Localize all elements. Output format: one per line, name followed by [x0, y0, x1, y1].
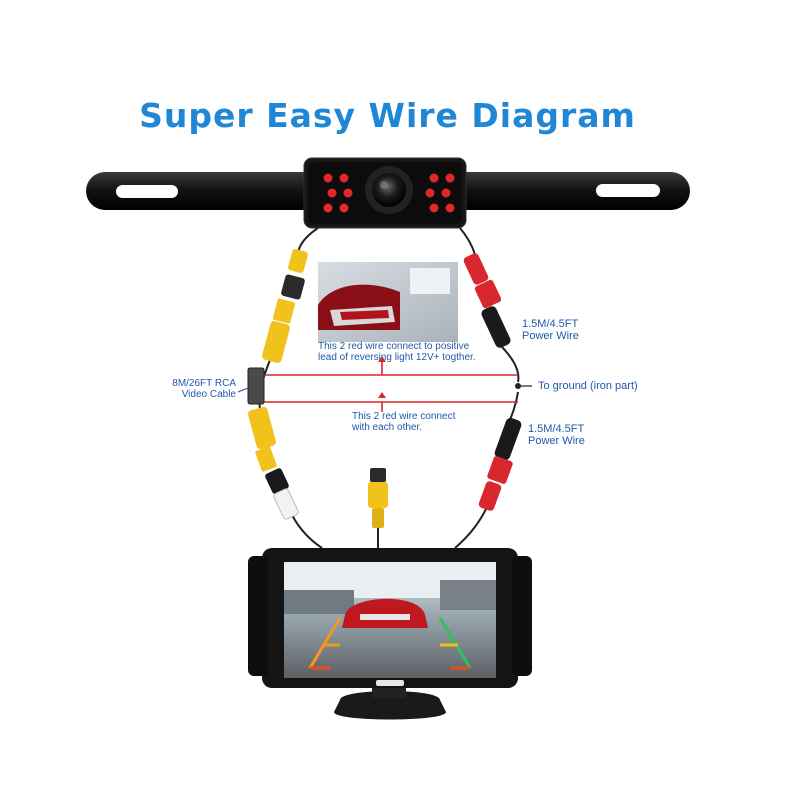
rca-connector-bottom [248, 406, 299, 520]
arrow-up-icon [378, 392, 386, 398]
monitor-rca-input [368, 468, 388, 528]
rca-cable-label: 8M/26FT RCA Video Cable [172, 378, 236, 400]
diagram-title: Super Easy Wire Diagram [139, 96, 636, 135]
ir-led-icon [323, 173, 455, 213]
power-connector-bottom [478, 417, 522, 511]
power-wire-label-top: 1.5M/4.5FT Power Wire [522, 318, 579, 342]
camera-lens-icon [372, 173, 406, 207]
power-wire-label-bottom: 1.5M/4.5FT Power Wire [528, 423, 585, 447]
ground-node-icon [515, 383, 521, 389]
ground-label: To ground (iron part) [538, 380, 638, 392]
red-signal-wires [262, 360, 518, 412]
rca-connector-top [262, 248, 308, 364]
monitor [248, 548, 532, 720]
power-connector-top [463, 253, 511, 348]
rca-inline-coupler [237, 367, 265, 405]
brand-logo-icon [376, 680, 404, 686]
connect-each-other-note: This 2 red wire connect with each other. [352, 411, 456, 433]
license-plate-camera [86, 157, 690, 229]
reversing-light-photo [318, 262, 458, 342]
arrow-up-icon [378, 356, 386, 362]
car-icon [342, 598, 428, 628]
positive-lead-note: This 2 red wire connect to positive lead… [318, 341, 476, 363]
